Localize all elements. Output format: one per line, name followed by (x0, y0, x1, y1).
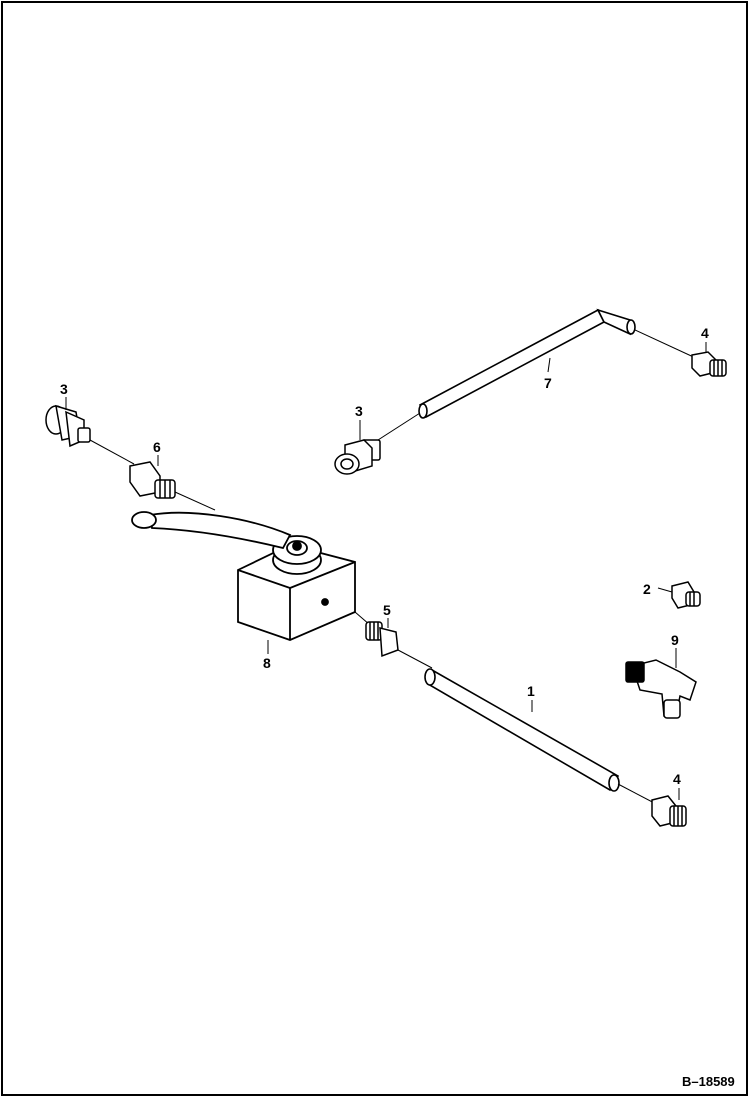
callout-8: 8 (263, 655, 271, 671)
callout-4-lower: 4 (673, 771, 681, 787)
lower-tube-1 (424, 668, 620, 792)
callout-9: 9 (671, 632, 679, 648)
callout-5: 5 (383, 602, 391, 618)
fitting-9-elbow (625, 659, 697, 719)
leader-left-top (89, 439, 135, 465)
callout-7: 7 (544, 375, 552, 391)
leader-left-mid (174, 491, 216, 511)
callout-1: 1 (527, 683, 535, 699)
callout-2: 2 (643, 581, 651, 597)
fitting-2 (671, 581, 701, 609)
fitting-3-left (45, 404, 91, 448)
leader-2 (657, 587, 673, 593)
callout-6: 6 (153, 439, 161, 455)
callout-4-upper: 4 (701, 325, 709, 341)
fitting-3-upper (334, 439, 381, 475)
fitting-4-upper (691, 351, 727, 377)
leader-5-tube (397, 649, 433, 669)
upper-tube-7 (418, 308, 636, 419)
fitting-5 (365, 621, 399, 658)
fitting-6 (129, 461, 176, 499)
ball-valve-8 (237, 535, 356, 641)
label-leaders (65, 342, 707, 466)
figure-number: B–18589 (682, 1074, 735, 1089)
fitting-4-lower (651, 795, 687, 827)
valve-handle (131, 511, 292, 550)
callout-3-left: 3 (60, 381, 68, 397)
callout-3-upper: 3 (355, 403, 363, 419)
upper-leader-lines (377, 329, 701, 441)
